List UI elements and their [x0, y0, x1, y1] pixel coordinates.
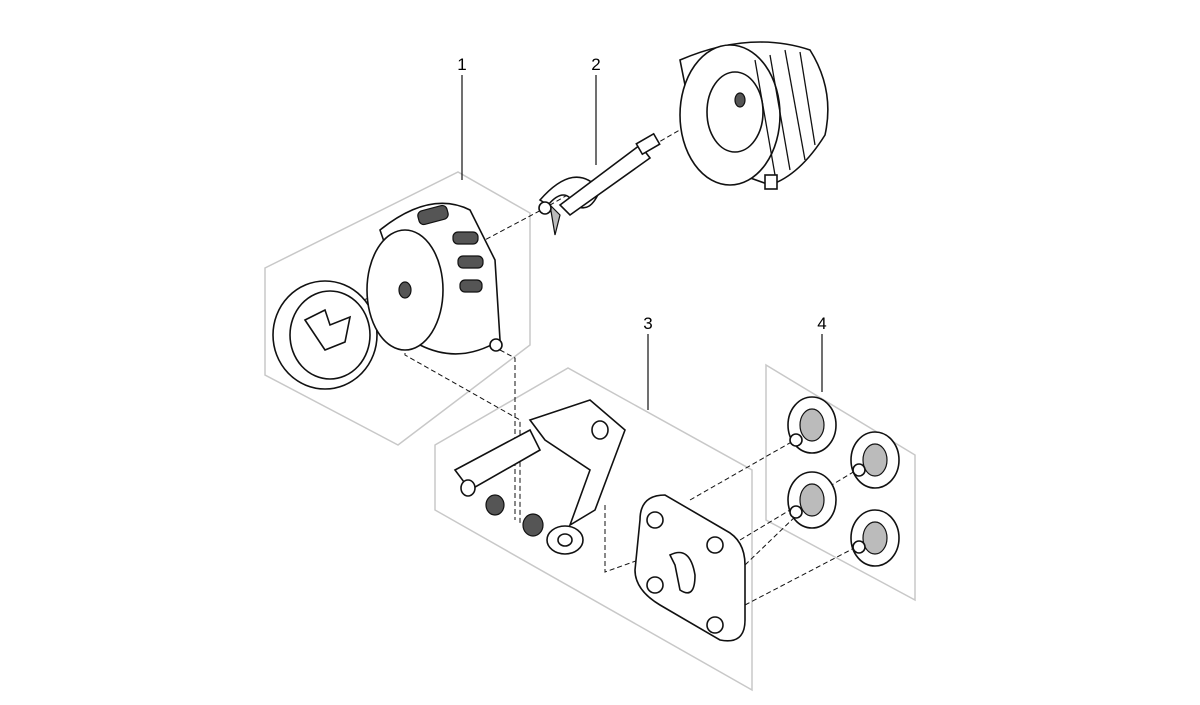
assembly-line-f — [744, 511, 801, 566]
impeller-shaft — [538, 132, 661, 236]
suction-cup — [787, 471, 837, 529]
rear-cage — [679, 41, 829, 190]
suction-cups — [787, 396, 900, 567]
assembly-line-b — [499, 349, 516, 520]
suction-cup — [850, 431, 900, 489]
assembly-line-d — [689, 439, 796, 501]
callout-3: 3 — [643, 314, 652, 333]
group-box-4 — [765, 363, 916, 602]
motor-housing — [366, 202, 503, 355]
suction-cup — [850, 509, 900, 567]
assembly-line-e — [739, 467, 861, 541]
suction-cup — [787, 396, 837, 454]
callout-2: 2 — [591, 55, 600, 74]
front-cap — [272, 280, 378, 390]
callout-1: 1 — [457, 55, 466, 74]
base-plate — [634, 494, 746, 642]
group-box-1 — [264, 171, 531, 446]
mounting-bracket — [453, 399, 626, 555]
group-box-3 — [434, 367, 753, 692]
callout-4: 4 — [817, 314, 826, 333]
assembly-line-g — [744, 544, 861, 606]
assembly-line-a — [404, 345, 521, 525]
